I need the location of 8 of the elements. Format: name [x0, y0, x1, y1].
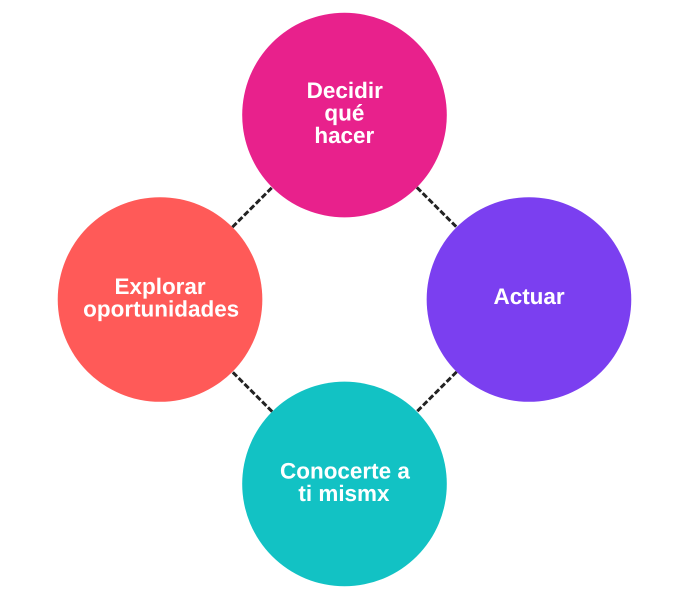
node-circle: Conocerte a ti mismx — [242, 382, 447, 586]
connector — [231, 186, 274, 228]
connector — [231, 370, 274, 413]
connector — [416, 186, 458, 228]
node-circle: Decidir qué hacer — [242, 12, 447, 218]
connector — [416, 370, 458, 413]
node-circle: Explorar oportunidades — [58, 197, 262, 402]
node-circle: Actuar — [426, 197, 632, 402]
